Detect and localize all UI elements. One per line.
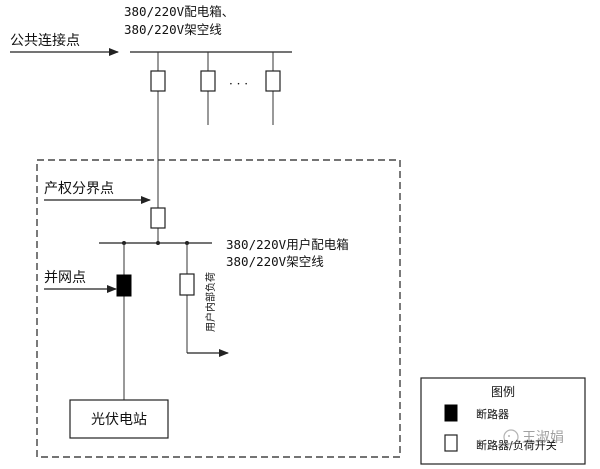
legend-switch-label: 断路器/负荷开关 (476, 438, 557, 452)
legend-title: 图例 (491, 385, 515, 399)
top-switch-3 (265, 70, 281, 92)
legend-breaker-icon (444, 404, 458, 422)
dist-box-top-label-line1: 380/220V配电箱、 (124, 4, 234, 19)
top-switch-2 (200, 70, 216, 92)
user-load-label: 用户内部负荷 (204, 272, 217, 332)
watermark: 王淑娟 (503, 429, 564, 446)
watermark-text: 王淑娟 (522, 430, 564, 446)
wechat-icon-eye (508, 435, 510, 437)
top-switch-1 (150, 70, 166, 92)
wechat-icon (503, 429, 519, 445)
user-box-label-line2: 380/220V架空线 (226, 254, 324, 269)
pv-station-label: 光伏电站 (91, 412, 147, 428)
ownership-point-label: 产权分界点 (44, 181, 114, 197)
bus-node-center (156, 241, 160, 245)
pcc-label: 公共连接点 (10, 32, 80, 49)
user-box-label-line1: 380/220V用户配电箱 (226, 237, 349, 252)
pv-station-box (69, 399, 169, 439)
legend-switch-icon (444, 434, 458, 452)
ownership-switch (150, 207, 166, 229)
load-switch (179, 273, 195, 296)
branch-ellipsis: · · · (229, 77, 248, 91)
grid-point-label: 并网点 (44, 270, 86, 286)
dist-box-top-label-line2: 380/220V架空线 (124, 22, 222, 37)
legend-breaker-label: 断路器 (476, 407, 509, 421)
user-boundary (36, 159, 401, 458)
grid-breaker (116, 274, 132, 297)
